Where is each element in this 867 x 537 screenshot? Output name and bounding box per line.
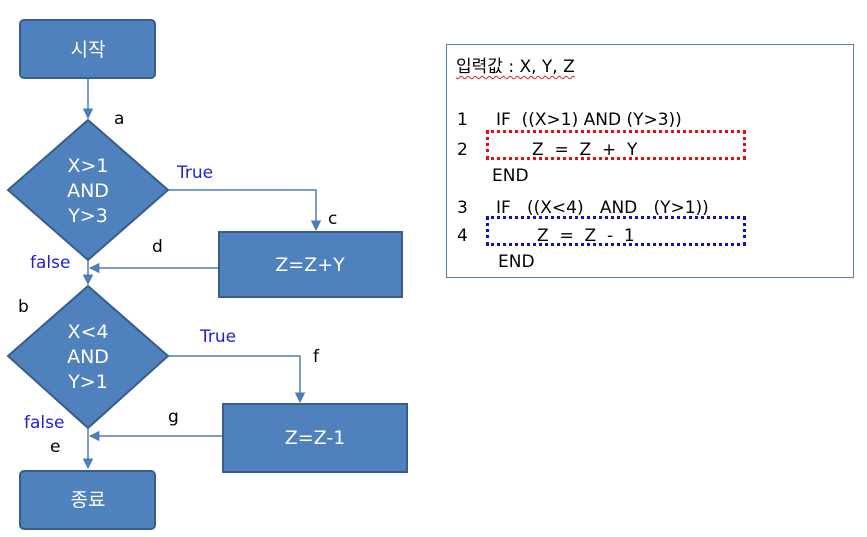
- edge-decision2-true: [168, 355, 306, 404]
- point-c: c: [328, 209, 337, 229]
- code-line-text: END: [492, 166, 529, 186]
- highlight-line-2: [486, 130, 746, 160]
- true-label-1: True: [176, 163, 213, 183]
- code-line-text: END: [498, 252, 535, 272]
- point-d: d: [152, 237, 163, 257]
- code-line-number: 3: [457, 198, 468, 218]
- false-label-1: false: [30, 253, 70, 273]
- decision2-line3: Y>1: [67, 371, 108, 393]
- code-line-number: 2: [457, 140, 468, 160]
- decision1-line3: Y>3: [67, 205, 108, 227]
- code-line-number: 4: [457, 226, 468, 246]
- point-b: b: [18, 297, 29, 317]
- end-label: 종료: [71, 489, 106, 511]
- start-label: 시작: [71, 39, 106, 61]
- true-label-2: True: [199, 327, 236, 347]
- end-node: [19, 470, 156, 530]
- process2-node: [222, 403, 408, 473]
- code-panel: [446, 44, 854, 278]
- decision1-line1: X>1: [67, 155, 108, 177]
- code-title: 입력값 : X, Y, Z: [456, 57, 575, 77]
- point-f: f: [313, 347, 320, 367]
- code-line-text: Z = Z - 1: [537, 226, 635, 246]
- code-line-text: IF ((X<4) AND (Y>1)): [496, 198, 709, 218]
- code-line-number: 1: [457, 110, 468, 130]
- edge-decision1-true: [168, 189, 322, 232]
- decision2-line1: X<4: [67, 321, 108, 343]
- point-e: e: [50, 437, 60, 457]
- decision1-node: [6, 118, 170, 262]
- false-label-2: false: [24, 413, 64, 433]
- point-g: g: [168, 407, 179, 427]
- decision1-line2: AND: [67, 180, 109, 202]
- code-line-text: Z = Z + Y: [532, 140, 638, 160]
- highlight-line-4: [486, 216, 746, 246]
- decision2-line2: AND: [67, 346, 109, 368]
- decision2-node: [6, 284, 170, 430]
- point-a: a: [114, 109, 124, 129]
- process2-label: Z=Z-1: [285, 427, 346, 449]
- start-node: [19, 19, 156, 79]
- code-line-text: IF ((X>1) AND (Y>3)): [496, 110, 682, 130]
- process1-node: [218, 231, 403, 298]
- process1-label: Z=Z+Y: [275, 254, 345, 276]
